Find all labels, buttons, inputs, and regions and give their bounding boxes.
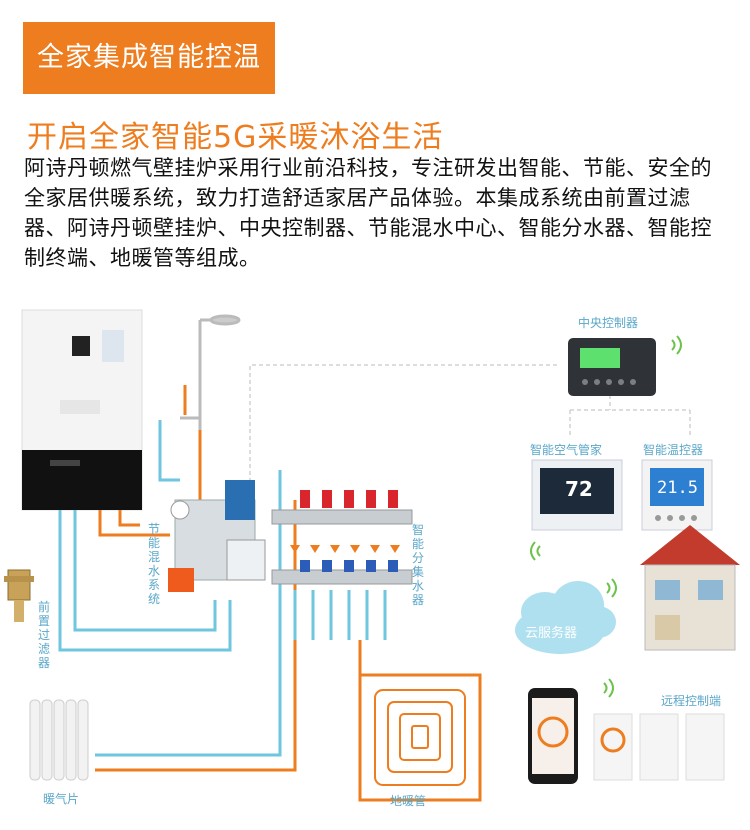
remote-devices <box>528 688 725 784</box>
house-illustration <box>640 525 740 651</box>
label-thermostat: 智能温控器 <box>643 443 704 457</box>
label-mixing: 节能混水系统 <box>148 522 161 606</box>
system-diagram: 中央控制器 智能空气管家 智能温控器 72 21.5 云服务器 远程控制端 前置… <box>0 300 750 830</box>
feature-badge: 全家集成智能控温 <box>23 22 275 94</box>
label-floor-pipe: 地暖管 <box>390 794 427 808</box>
pre-filter <box>4 569 34 622</box>
label-radiator: 暖气片 <box>43 792 80 806</box>
air-manager-device <box>531 459 623 531</box>
shower <box>180 314 241 430</box>
manifold <box>271 490 413 640</box>
thermostat-device <box>641 459 713 531</box>
label-pre-filter: 前置过滤器 <box>38 600 51 670</box>
label-manifold: 智能分集水器 <box>412 523 425 607</box>
system-description: 阿诗丹顿燃气壁挂炉采用行业前沿科技，专注研发出智能、节能、安全的全家居供暖系统，… <box>24 156 712 270</box>
radiator <box>29 699 89 781</box>
cloud-shape <box>515 581 616 654</box>
mixing-unit <box>168 480 266 592</box>
label-cloud: 云服务器 <box>525 626 578 641</box>
central-controller-device <box>568 338 656 396</box>
diagram-svg <box>4 309 740 802</box>
label-central-controller: 中央控制器 <box>578 316 639 330</box>
floor-heating-coil <box>374 689 466 786</box>
label-remote: 远程控制端 <box>661 694 722 708</box>
air-manager-readout: 72 <box>565 477 593 501</box>
page-subtitle: 开启全家智能5G采暖沐浴生活 <box>27 120 444 155</box>
wifi-marks <box>530 335 682 698</box>
label-air-manager: 智能空气管家 <box>530 443 603 457</box>
thermostat-readout: 21.5 <box>657 478 698 498</box>
boiler <box>21 309 143 511</box>
